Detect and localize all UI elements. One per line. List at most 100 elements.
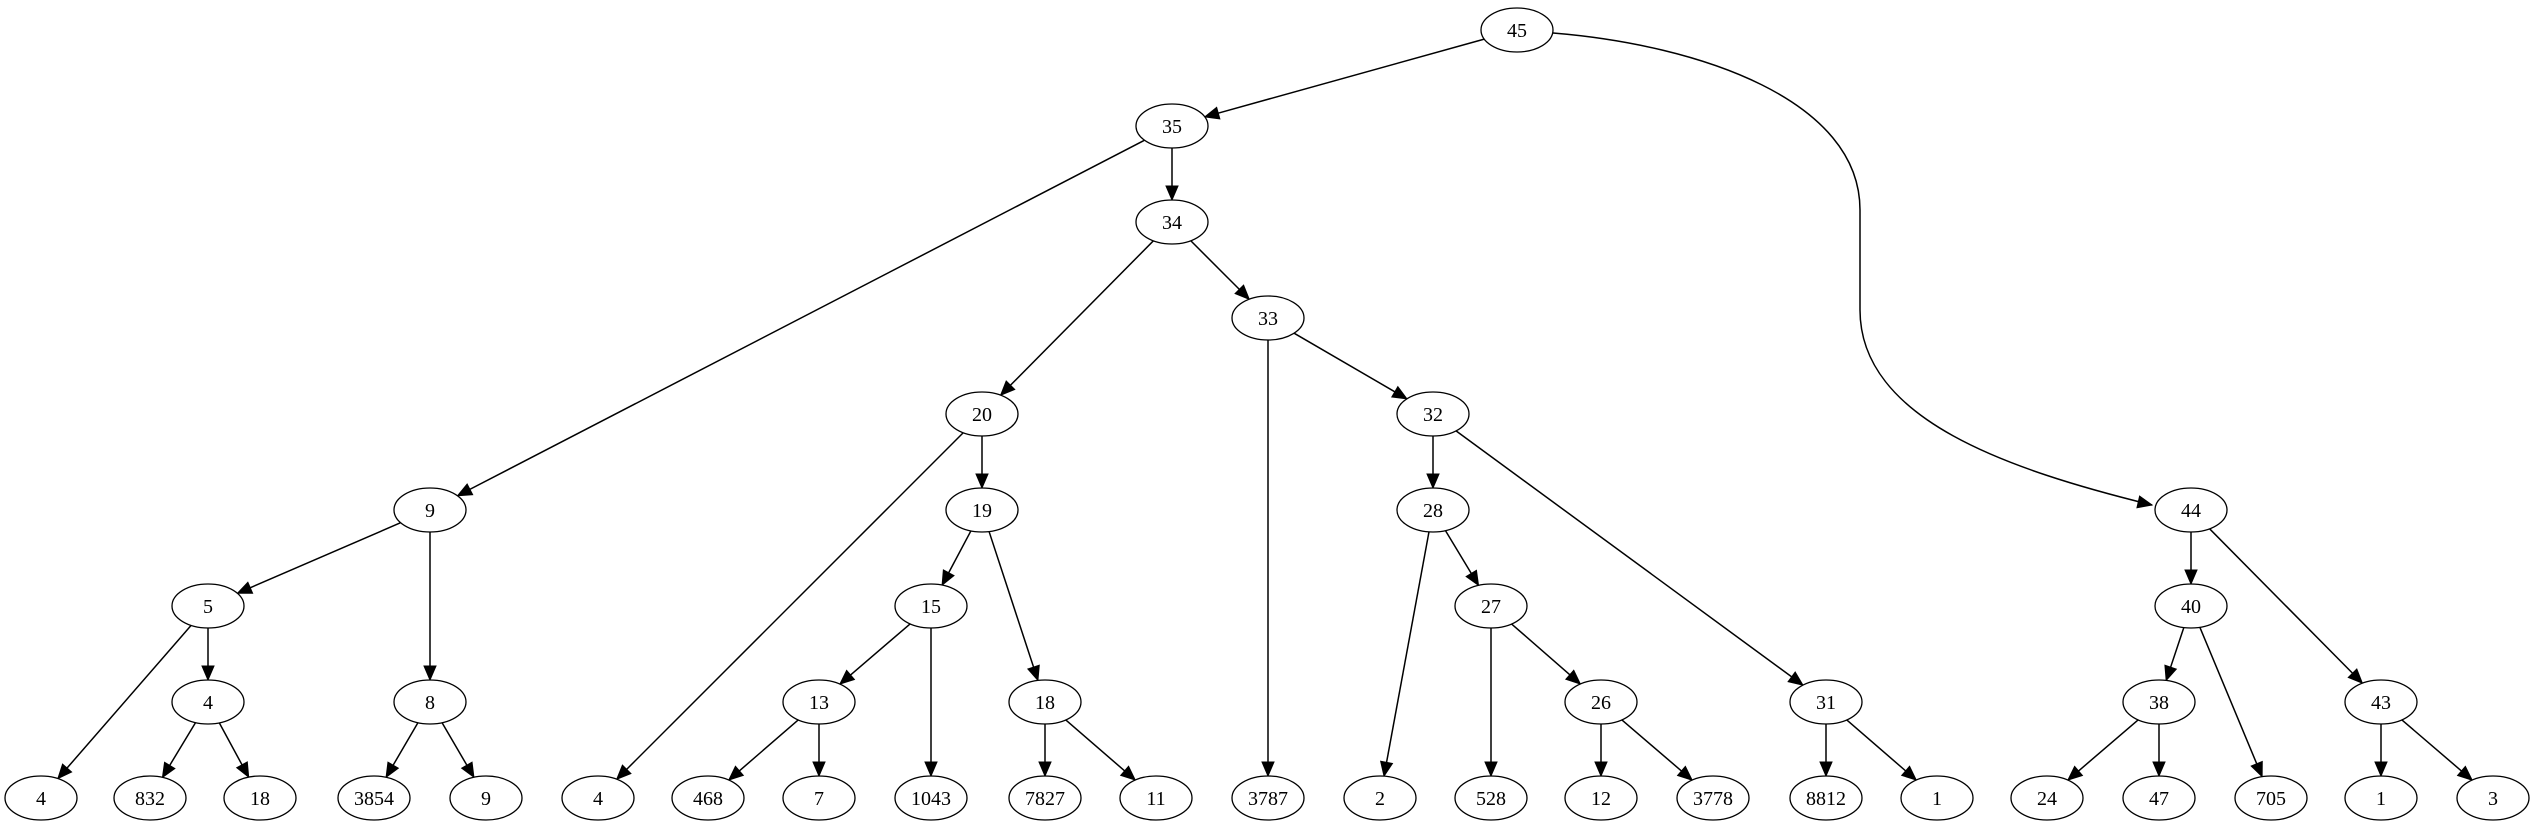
edge-n13-to-l468 bbox=[727, 719, 799, 781]
edge-n43-to-l1b bbox=[2374, 724, 2388, 778]
node-label: 4 bbox=[36, 788, 46, 810]
node-label: 33 bbox=[1258, 308, 1278, 330]
edge-n38-to-l47 bbox=[2152, 724, 2166, 778]
edge-n35-to-n34 bbox=[1165, 148, 1179, 202]
edge-n27-to-l528 bbox=[1484, 628, 1498, 778]
node-label: 8812 bbox=[1806, 788, 1846, 810]
node-label: 8 bbox=[425, 692, 435, 714]
node-ellipse bbox=[1119, 775, 1193, 821]
tree-node-n8: 8 bbox=[393, 679, 467, 725]
node-label: 19 bbox=[972, 500, 992, 522]
node-label: 40 bbox=[2181, 596, 2201, 618]
node-label: 832 bbox=[135, 788, 165, 810]
arrowhead bbox=[975, 473, 989, 490]
tree-node-n15: 15 bbox=[894, 583, 968, 629]
tree-node-n4a: 4 bbox=[171, 679, 245, 725]
node-label: 11 bbox=[1146, 788, 1165, 810]
edge-n18a-to-l11 bbox=[1065, 719, 1137, 781]
arrowhead bbox=[1594, 761, 1608, 778]
tree-node-l705: 705 bbox=[2234, 775, 2308, 821]
node-ellipse bbox=[1454, 775, 1528, 821]
arrowhead bbox=[235, 761, 250, 779]
node-ellipse bbox=[393, 487, 467, 533]
node-ellipse bbox=[2344, 775, 2418, 821]
node-ellipse bbox=[223, 775, 297, 821]
arrowhead bbox=[1900, 765, 1918, 781]
edge-n31-to-l8812 bbox=[1819, 724, 1833, 778]
node-ellipse bbox=[1900, 775, 1974, 821]
node-label: 2 bbox=[1375, 788, 1385, 810]
node-ellipse bbox=[2234, 775, 2308, 821]
node-ellipse bbox=[393, 679, 467, 725]
node-label: 4 bbox=[203, 692, 213, 714]
node-ellipse bbox=[2122, 775, 2196, 821]
edge-n9-to-n5 bbox=[236, 522, 401, 594]
node-ellipse bbox=[1231, 775, 1305, 821]
node-label: 24 bbox=[2037, 788, 2057, 810]
node-ellipse bbox=[2456, 775, 2530, 821]
node-ellipse bbox=[1135, 199, 1209, 245]
node-ellipse bbox=[171, 583, 245, 629]
edge-n15-to-n13 bbox=[838, 623, 911, 685]
arrowhead bbox=[1234, 284, 1251, 301]
tree-node-n27: 27 bbox=[1454, 583, 1528, 629]
arrowhead bbox=[161, 761, 176, 779]
edge-n20-to-n19 bbox=[975, 436, 989, 490]
node-label: 47 bbox=[2149, 788, 2169, 810]
node-ellipse bbox=[894, 583, 968, 629]
tree-node-n19: 19 bbox=[945, 487, 1019, 533]
edge-n45-to-n44 bbox=[1552, 32, 2154, 509]
arrowhead bbox=[924, 761, 938, 778]
node-ellipse bbox=[1343, 775, 1417, 821]
node-label: 20 bbox=[972, 404, 992, 426]
node-label: 32 bbox=[1423, 404, 1443, 426]
edge-n32-to-n28 bbox=[1426, 436, 1440, 490]
arrowhead bbox=[2456, 765, 2474, 781]
edge-n19-to-n15 bbox=[941, 530, 972, 587]
arrowhead bbox=[1038, 761, 1052, 778]
arrowhead bbox=[2347, 668, 2364, 685]
tree-node-n40: 40 bbox=[2154, 583, 2228, 629]
node-ellipse bbox=[1396, 487, 1470, 533]
tree-node-l12: 12 bbox=[1564, 775, 1638, 821]
edge-n27-to-n26 bbox=[1511, 623, 1582, 685]
arrowhead bbox=[2152, 761, 2166, 778]
arrowhead bbox=[385, 761, 400, 779]
arrowhead bbox=[1465, 569, 1480, 587]
tree-node-l832: 832 bbox=[113, 775, 187, 821]
node-ellipse bbox=[782, 679, 856, 725]
tree-node-n13: 13 bbox=[782, 679, 856, 725]
tree-node-n35: 35 bbox=[1135, 103, 1209, 149]
arrowhead bbox=[201, 665, 215, 682]
tree-node-l1043: 1043 bbox=[894, 775, 968, 821]
node-label: 1 bbox=[1932, 788, 1942, 810]
edge-n4a-to-l18 bbox=[218, 722, 250, 779]
node-ellipse bbox=[4, 775, 78, 821]
edge-n5-to-n4a bbox=[201, 628, 215, 682]
node-label: 1043 bbox=[911, 788, 951, 810]
arrowhead bbox=[236, 581, 254, 594]
edge-n28-to-l2 bbox=[1380, 531, 1430, 778]
tree-node-n28: 28 bbox=[1396, 487, 1470, 533]
arrowhead bbox=[1787, 671, 1804, 686]
tree-node-n32: 32 bbox=[1396, 391, 1470, 437]
node-label: 12 bbox=[1591, 788, 1611, 810]
node-ellipse bbox=[2122, 679, 2196, 725]
tree-node-n43: 43 bbox=[2344, 679, 2418, 725]
tree-node-n26: 26 bbox=[1564, 679, 1638, 725]
node-label: 31 bbox=[1816, 692, 1836, 714]
node-ellipse bbox=[1789, 679, 1863, 725]
edge-n9-to-n8 bbox=[423, 532, 437, 682]
node-label: 5 bbox=[203, 596, 213, 618]
arrowhead bbox=[1564, 669, 1582, 685]
node-ellipse bbox=[1008, 679, 1082, 725]
arrowhead bbox=[1165, 185, 1179, 202]
node-ellipse bbox=[1480, 7, 1554, 53]
tree-node-l3: 3 bbox=[2456, 775, 2530, 821]
node-ellipse bbox=[171, 679, 245, 725]
edge-n4a-to-l832 bbox=[161, 722, 197, 779]
tree-node-l2: 2 bbox=[1343, 775, 1417, 821]
node-label: 3778 bbox=[1693, 788, 1733, 810]
